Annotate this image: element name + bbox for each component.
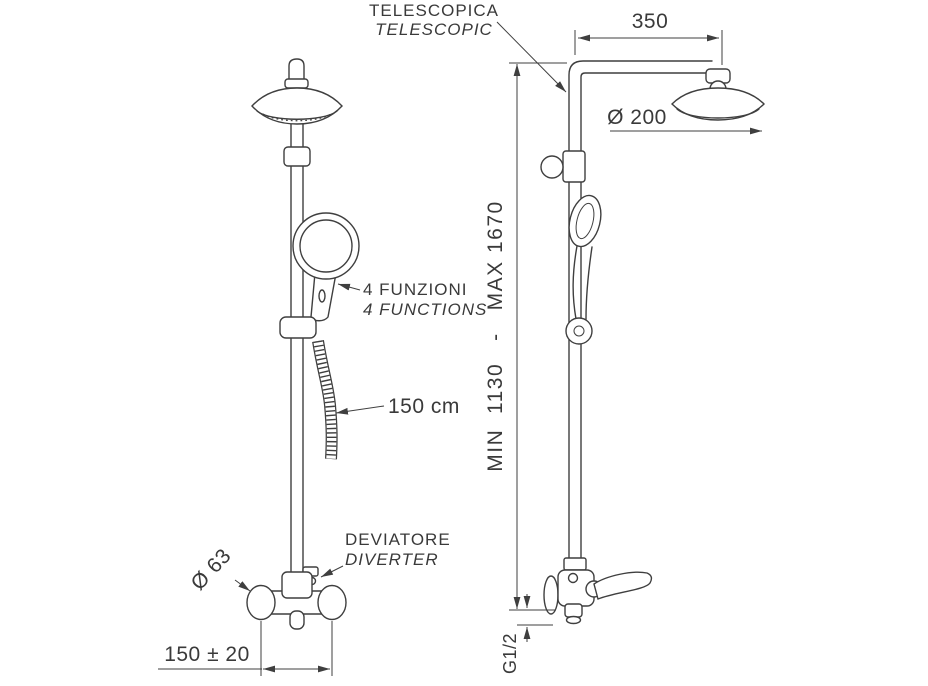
mixer-lever [593, 571, 653, 600]
holder-knob [565, 317, 593, 345]
wall-bracket-knob [540, 155, 564, 179]
overhead-shower-rim [256, 110, 338, 120]
union-nut [563, 557, 587, 571]
hand-shower-side-loop [568, 194, 602, 248]
slider-bracket [279, 316, 317, 339]
holder-knob-center [573, 325, 585, 337]
mixer-side-outlet [564, 603, 583, 618]
mixer-left-escutcheon [246, 584, 276, 621]
hand-shower-spray-face [299, 219, 353, 273]
functions-leader-arrow [337, 283, 361, 291]
label-telescopic: TELESCOPIC [375, 20, 493, 39]
dim-g12-text: G1/2 [500, 633, 520, 674]
mixer-front [246, 571, 347, 630]
side-view [540, 60, 765, 625]
dim-dia63-leader [234, 579, 251, 592]
mixer-right-escutcheon [317, 584, 347, 621]
overhead-shower-side-rim [676, 108, 760, 119]
mixer-side-outlet-tip [565, 615, 582, 625]
top-cap [288, 58, 305, 81]
overhead-shower-side [671, 87, 765, 121]
label-telescopica: TELESCOPICA [369, 1, 499, 20]
front-view [246, 58, 360, 630]
overhead-nozzle-dots [262, 113, 332, 122]
label-diverter: DIVERTER [345, 550, 439, 569]
label-funzioni: 4 FUNZIONI [363, 280, 467, 299]
diverter-leader-arrow [320, 565, 344, 578]
hose [312, 340, 338, 460]
mixer-outlet [289, 610, 305, 630]
overhead-shower-front [251, 87, 343, 125]
side-pipe-outer [568, 60, 713, 573]
mixer-side [543, 557, 653, 625]
telescopic-lock-collar [562, 150, 586, 183]
hand-shower-side-handle-right [585, 246, 593, 320]
hand-shower-side-handle-left [572, 245, 578, 320]
telescopic-leader-arrow [496, 21, 567, 93]
dim-150-text: 150 ± 20 [164, 643, 250, 666]
side-escutcheon [543, 575, 559, 615]
dim-hose-text: 150 cm [388, 395, 460, 418]
hand-shower-side-loop-inner [575, 202, 595, 240]
dim-height-text: MIN 1130 - MAX 1670 [484, 200, 507, 471]
top-cap-collar [284, 78, 309, 89]
dim-dia63-text: Ø 63 [187, 544, 236, 594]
dim-350-text: 350 [632, 10, 669, 33]
annotations: TELESCOPICA TELESCOPIC 350 Ø 200 MIN 113… [158, 1, 762, 676]
label-deviatore: DEVIATORE [345, 530, 451, 549]
mixer-side-diverter-button [567, 572, 579, 584]
dim-dia200-text: Ø 200 [607, 106, 667, 129]
hose-ribs [313, 340, 337, 460]
label-functions: 4 FUNCTIONS [363, 300, 487, 319]
hose-leader [335, 405, 385, 415]
side-pipe-inner [580, 72, 713, 573]
hand-shower-button [318, 289, 326, 303]
mixer-center-body [281, 571, 313, 599]
telescopic-collar [283, 146, 311, 167]
